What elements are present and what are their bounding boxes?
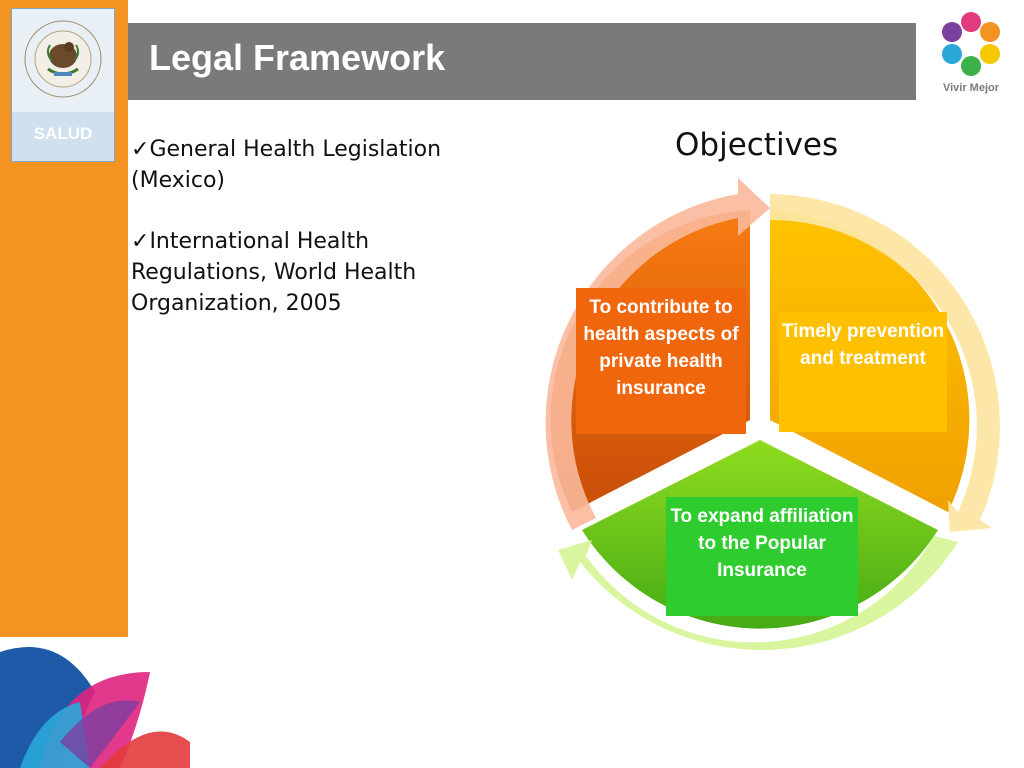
- flower-icon: [942, 12, 1000, 76]
- salud-label: SALUD: [33, 124, 93, 143]
- bullet-item: ✓General Health Legislation (Mexico): [131, 134, 491, 196]
- objectives-heading: Objectives: [675, 127, 839, 163]
- bullet-item: ✓International Health Regulations, World…: [131, 226, 491, 319]
- vivir-mejor-label: Vivir Mejor: [942, 82, 1000, 94]
- checkmark-icon: ✓: [131, 229, 150, 254]
- page-title: Legal Framework: [149, 37, 446, 78]
- corner-decoration-logo: [0, 647, 190, 768]
- legal-bullets: ✓General Health Legislation (Mexico) ✓In…: [131, 134, 491, 349]
- left-sidebar: SALUD: [0, 0, 128, 637]
- arrow-orange: [545, 178, 770, 530]
- salud-logo: SALUD: [11, 8, 115, 162]
- checkmark-icon: ✓: [131, 137, 150, 162]
- arrow-yellow: [770, 194, 1000, 532]
- mexican-seal-area: [12, 9, 114, 112]
- objective-private-insurance: To contribute to health aspects of priva…: [576, 288, 746, 434]
- title-bar: Legal Framework: [128, 23, 916, 100]
- bullet-text: International Health Regulations, World …: [131, 229, 417, 316]
- arrow-green: [558, 536, 958, 651]
- bullet-text: General Health Legislation (Mexico): [131, 137, 442, 193]
- mexican-seal-icon: [24, 20, 102, 98]
- vivir-mejor-logo: Vivir Mejor: [936, 10, 1006, 100]
- objective-popular-insurance: To expand affiliation to the Popular Ins…: [666, 497, 858, 616]
- objective-prevention: Timely prevention and treatment: [779, 312, 947, 432]
